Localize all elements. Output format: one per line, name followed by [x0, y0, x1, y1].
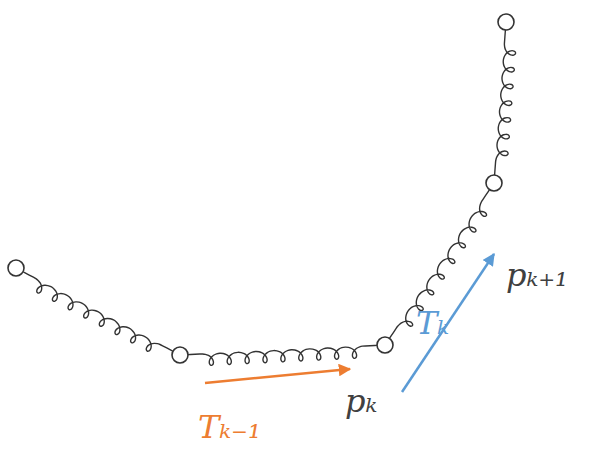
mass-point [486, 175, 502, 191]
point-label: pₖ [345, 384, 377, 419]
mass-point [377, 337, 393, 353]
tangent-label: Tₖ [416, 306, 449, 341]
tangent-label: Tₖ₋₁ [198, 410, 261, 445]
spring-coil [495, 30, 516, 175]
mass-point [498, 14, 514, 30]
tangent-arrow [402, 254, 494, 392]
mass-points [8, 14, 514, 363]
mass-point [8, 260, 24, 276]
mass-point [172, 347, 188, 363]
spring-coil [23, 272, 173, 352]
point-label: pₖ₊₁ [506, 258, 568, 293]
spring-coil [188, 345, 377, 365]
spring-coils [23, 30, 515, 365]
tangent-arrow [205, 369, 350, 383]
